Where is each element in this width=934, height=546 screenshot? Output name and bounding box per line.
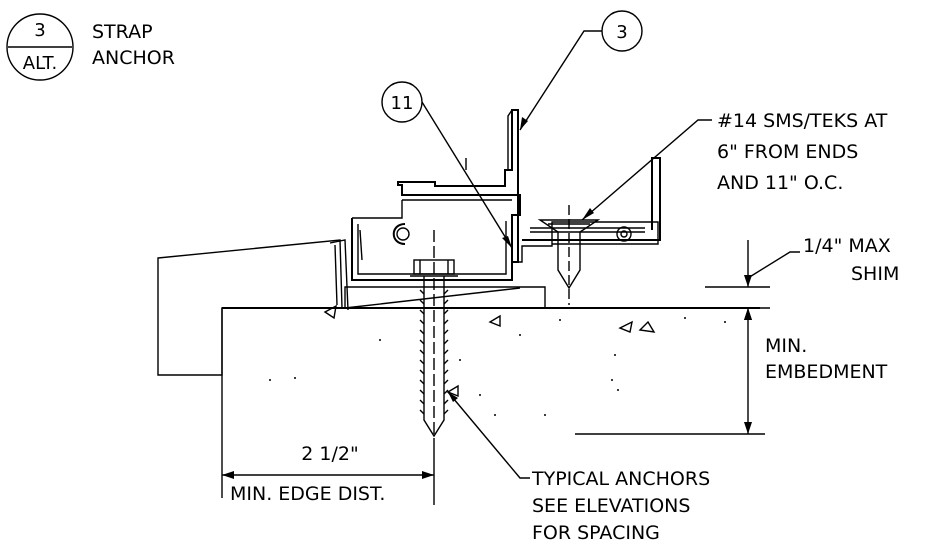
edge-dim-label: MIN. EDGE DIST. [230, 483, 385, 505]
edge-dimension [221, 422, 435, 505]
anchor-bolt [410, 230, 458, 440]
anchor-leader [447, 391, 530, 479]
title-bubble-number: 3 [34, 20, 45, 41]
embedment-dimension [575, 308, 765, 435]
shim-note-line1: 1/4" MAX [803, 235, 891, 257]
extrusion-profile [351, 109, 661, 281]
callout-3: 3 [519, 10, 643, 131]
shim [344, 286, 546, 309]
title-bubble-sub: ALT. [23, 53, 57, 74]
edge-dim-value: 2 1/2" [301, 443, 358, 465]
title-bubble: 3 ALT. [6, 13, 74, 81]
anchor-note-line1: TYPICAL ANCHORS [531, 468, 710, 490]
title-line1: STRAP [92, 21, 153, 43]
screw-note-line3: AND 11" O.C. [717, 172, 843, 194]
embed-note-line2: EMBEDMENT [765, 361, 888, 383]
screw-note-line2: 6" FROM ENDS [717, 141, 858, 163]
shim-note-line2: SHIM [851, 263, 899, 285]
embed-note-line1: MIN. [765, 335, 807, 357]
shim-dimension [705, 240, 800, 320]
title-bubble-circle [6, 13, 74, 81]
anchor-note-line3: FOR SPACING [532, 522, 660, 544]
teks-screw [537, 205, 601, 305]
title-line2: ANCHOR [92, 47, 175, 69]
shim-taper [344, 287, 521, 309]
svg-text:3: 3 [616, 22, 627, 43]
anchor-note-line2: SEE ELEVATIONS [532, 495, 690, 517]
concrete-slab [221, 304, 760, 422]
screw-note-line1: #14 SMS/TEKS AT [717, 110, 888, 132]
callout-11: 11 [381, 81, 513, 249]
svg-text:11: 11 [391, 93, 414, 114]
screw-leader [581, 119, 712, 221]
